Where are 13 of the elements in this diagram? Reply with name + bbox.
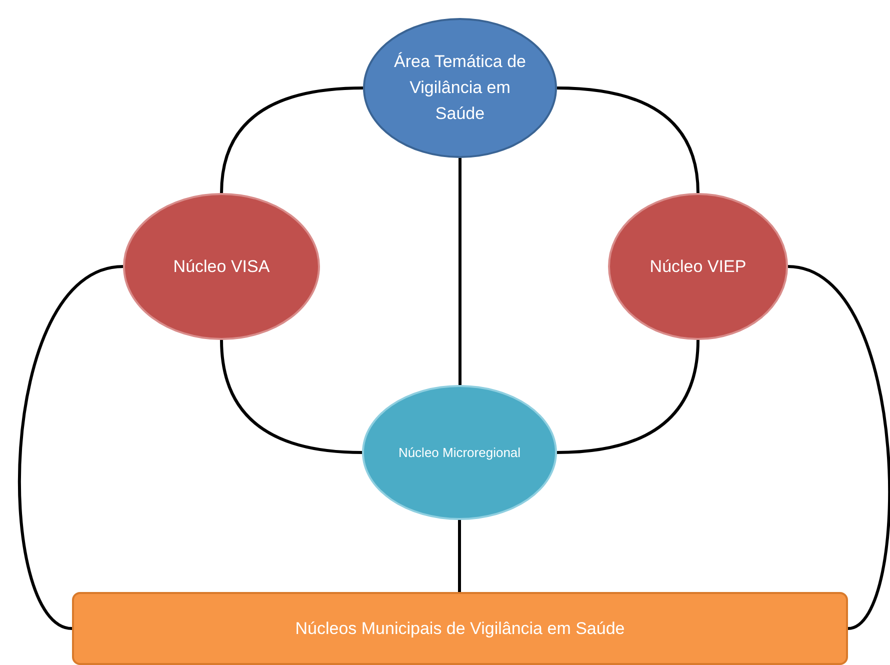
connector-line (458, 158, 462, 385)
connector-line (788, 265, 890, 630)
connector-line (556, 340, 700, 454)
node-label: Núcleo Microregional (398, 444, 521, 462)
process-bar (72, 592, 848, 665)
node-label: Núcleo VIEP (650, 256, 746, 278)
connector-line (556, 86, 700, 194)
node-label: Núcleo VISA (173, 256, 270, 278)
node-label: Núcleos Municipais de Vigilância em Saúde (295, 618, 625, 640)
connector-line (220, 86, 364, 194)
connector-line (458, 520, 461, 592)
connector-line (220, 340, 362, 454)
node-label: Área Temática de Vigilância em Saúde (393, 51, 527, 125)
